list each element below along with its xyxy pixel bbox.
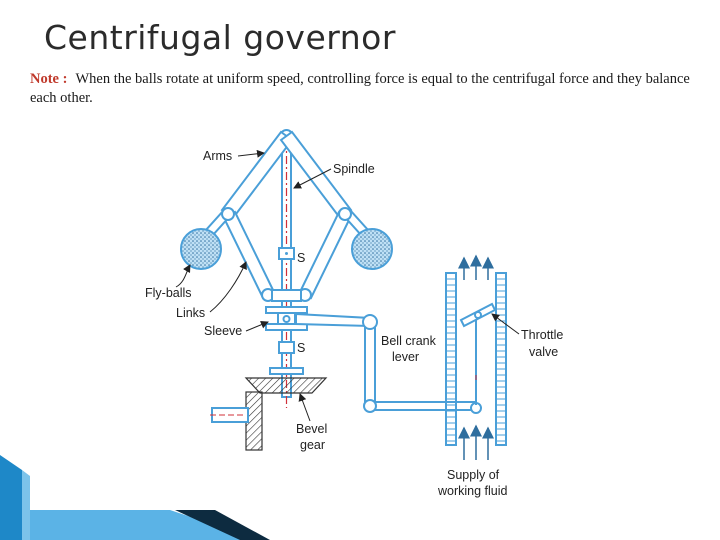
note-text: When the balls rotate at uniform speed, … xyxy=(30,71,690,106)
label-links: Links xyxy=(176,306,205,320)
label-bevel-1: Bevel xyxy=(296,422,327,436)
leader-sleeve xyxy=(245,320,269,332)
label-spindle: Spindle xyxy=(333,162,375,176)
sleeve xyxy=(265,289,308,331)
label-sleeve: Sleeve xyxy=(204,324,242,338)
leader-spindle xyxy=(293,168,332,189)
leader-throttle xyxy=(491,313,520,335)
lower-stop xyxy=(278,341,295,354)
label-fly-balls: Fly-balls xyxy=(145,286,192,300)
throttle-valve xyxy=(459,302,497,328)
label-throttle-1: Throttle xyxy=(521,328,563,342)
arms xyxy=(220,130,353,220)
label-supply-2: working fluid xyxy=(437,484,508,498)
leader-links xyxy=(209,261,247,313)
slide-decoration xyxy=(0,455,270,540)
label-s-upper: S xyxy=(297,251,305,265)
fly-ball-right-shading xyxy=(353,230,391,268)
label-bell-crank-2: lever xyxy=(392,350,419,364)
note-label: Note : xyxy=(30,71,68,87)
label-throttle-2: valve xyxy=(529,345,558,359)
note-paragraph: Note :When the balls rotate at uniform s… xyxy=(30,70,695,108)
label-arms: Arms xyxy=(203,149,232,163)
fluid-inlet-arrows xyxy=(458,424,494,460)
fly-ball-left-shading xyxy=(182,230,220,268)
fluid-outlet-arrows xyxy=(458,254,494,280)
slide-title: Centrifugal governor xyxy=(44,18,396,57)
bell-crank-lever xyxy=(295,312,482,414)
label-bell-crank-1: Bell crank xyxy=(381,334,437,348)
label-bevel-2: gear xyxy=(300,438,325,452)
bevel-gear xyxy=(210,377,328,451)
leader-fly-balls xyxy=(175,264,191,288)
label-supply-1: Supply of xyxy=(447,468,500,482)
leader-arms xyxy=(237,149,265,158)
label-s-lower: S xyxy=(297,341,305,355)
lower-collar xyxy=(269,367,304,375)
fluid-pipe xyxy=(445,272,507,446)
leader-bevel xyxy=(298,393,311,422)
